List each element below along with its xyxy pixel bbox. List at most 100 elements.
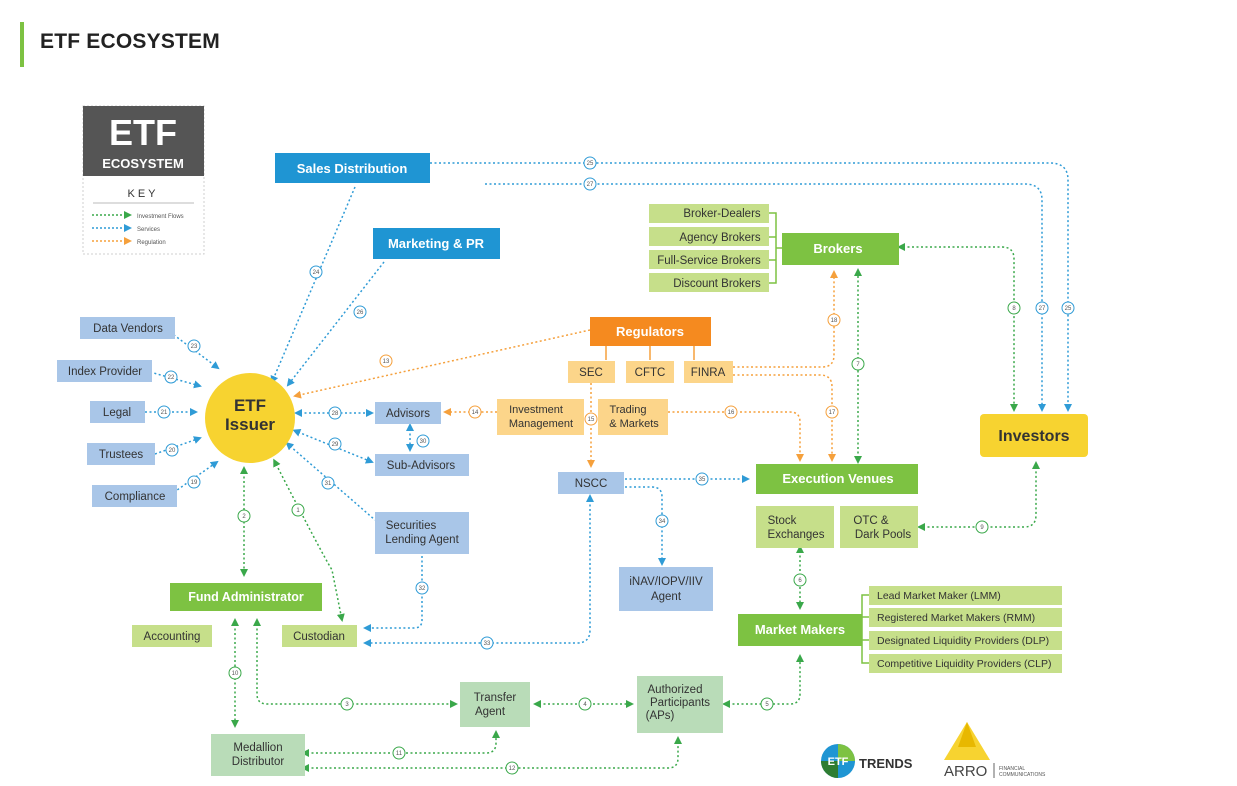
svg-text:Lending Agent: Lending Agent bbox=[385, 534, 459, 546]
node-advisors: Advisors bbox=[375, 402, 441, 424]
svg-text:4: 4 bbox=[583, 702, 587, 708]
edge-18-line bbox=[733, 270, 838, 368]
svg-text:NSCC: NSCC bbox=[575, 478, 608, 490]
svg-text:6: 6 bbox=[798, 578, 802, 584]
svg-text:Brokers: Brokers bbox=[813, 241, 862, 256]
node-data-vendors: Data Vendors bbox=[80, 317, 175, 339]
svg-text:(APs): (APs) bbox=[646, 710, 675, 722]
svg-text:Agent: Agent bbox=[475, 706, 506, 718]
svg-text:Legal: Legal bbox=[103, 407, 131, 419]
svg-text:Index Provider: Index Provider bbox=[68, 366, 142, 378]
key-legend: ETF ECOSYSTEM KEY Investment Flows Servi… bbox=[82, 105, 205, 255]
edge-20-badge: 20 bbox=[165, 443, 179, 457]
svg-text:Transfer: Transfer bbox=[474, 692, 517, 704]
arro-logo-word: ARRO bbox=[944, 763, 987, 780]
edge-22-badge: 22 bbox=[164, 370, 178, 384]
node-sec: SEC bbox=[568, 361, 615, 383]
edge-2-badge: 2 bbox=[237, 509, 251, 523]
svg-text:Investment: Investment bbox=[509, 404, 563, 416]
edge-29-badge: 29 bbox=[328, 437, 342, 451]
edge-18-badge: 18 bbox=[827, 313, 841, 327]
svg-text:Registered Market Makers (RMM): Registered Market Makers (RMM) bbox=[877, 612, 1035, 624]
svg-text:Issuer: Issuer bbox=[225, 415, 275, 434]
node-lmm: Lead Market Maker (LMM) bbox=[869, 586, 1062, 605]
edge-27-badge: 27 bbox=[583, 177, 597, 191]
edge-9-badge: 9 bbox=[975, 520, 989, 534]
edge-8-badge: 8 bbox=[1007, 301, 1021, 315]
svg-text:Competitive Liquidity Provider: Competitive Liquidity Providers (CLP) bbox=[877, 658, 1051, 670]
edge-17-line bbox=[733, 374, 836, 462]
edge-35-badge: 35 bbox=[695, 472, 709, 486]
node-legal: Legal bbox=[90, 401, 145, 423]
key-title-etf: ETF bbox=[109, 112, 177, 153]
svg-text:9: 9 bbox=[980, 525, 984, 531]
svg-text:12: 12 bbox=[509, 766, 516, 772]
svg-text:20: 20 bbox=[169, 448, 176, 454]
node-trustees: Trustees bbox=[87, 443, 155, 465]
svg-text:16: 16 bbox=[728, 410, 735, 416]
svg-text:14: 14 bbox=[472, 410, 479, 416]
node-regulators: Regulators bbox=[590, 317, 711, 346]
node-index-provider: Index Provider bbox=[57, 360, 152, 382]
svg-text:FINRA: FINRA bbox=[691, 367, 726, 379]
svg-text:CFTC: CFTC bbox=[635, 367, 666, 379]
edge-12-line bbox=[301, 736, 682, 772]
svg-text:Agent: Agent bbox=[651, 591, 682, 603]
edge-32-badge: 32 bbox=[415, 581, 429, 595]
svg-text:Medallion: Medallion bbox=[233, 742, 282, 754]
edge-14-badge: 14 bbox=[468, 405, 482, 419]
key-item-services: Services bbox=[137, 227, 160, 233]
node-rmm: Registered Market Makers (RMM) bbox=[869, 608, 1062, 627]
edge-34-badge: 34 bbox=[655, 514, 669, 528]
svg-text:Custodian: Custodian bbox=[293, 631, 345, 643]
node-sales-distribution: Sales Distribution bbox=[275, 153, 430, 183]
svg-text:Market Makers: Market Makers bbox=[755, 622, 845, 637]
node-marketing-pr: Marketing & PR bbox=[373, 228, 500, 259]
key-item-investment-flows: Investment Flows bbox=[137, 214, 184, 220]
svg-text:Management: Management bbox=[509, 418, 573, 430]
edge-12-badge: 12 bbox=[505, 761, 519, 775]
node-medallion-distributor: Medallion Distributor bbox=[211, 734, 305, 776]
svg-text:24: 24 bbox=[313, 270, 320, 276]
key-title-ecosystem: ECOSYSTEM bbox=[102, 156, 184, 171]
edge-15-badge: 15 bbox=[584, 412, 598, 426]
svg-text:Designated Liquidity Providers: Designated Liquidity Providers (DLP) bbox=[877, 635, 1049, 647]
node-authorized-participants: Authorized Participants (APs) bbox=[637, 676, 723, 733]
node-nscc: NSCC bbox=[558, 472, 624, 494]
svg-text:7: 7 bbox=[856, 362, 860, 368]
svg-text:21: 21 bbox=[161, 410, 168, 416]
svg-text:32: 32 bbox=[419, 586, 426, 592]
svg-text:Sub-Advisors: Sub-Advisors bbox=[387, 460, 456, 472]
edge-4-badge: 4 bbox=[578, 697, 592, 711]
edge-27-line bbox=[485, 183, 1046, 412]
node-transfer-agent: Transfer Agent bbox=[460, 682, 530, 727]
edge-17-badge: 17 bbox=[825, 405, 839, 419]
svg-text:Stock: Stock bbox=[768, 515, 797, 527]
edge-34-line bbox=[625, 486, 666, 566]
edge-13-badge: 13 bbox=[379, 354, 393, 368]
edge-26b-badge: 25 bbox=[1061, 301, 1075, 315]
svg-text:Full-Service Brokers: Full-Service Brokers bbox=[657, 255, 761, 267]
edge-23-badge: 23 bbox=[187, 339, 201, 353]
node-clp: Competitive Liquidity Providers (CLP) bbox=[869, 654, 1062, 673]
svg-text:34: 34 bbox=[659, 519, 666, 525]
etf-trends-logo: ETF TRENDS bbox=[821, 744, 913, 778]
node-stock-exchanges: Stock Exchanges bbox=[756, 506, 834, 548]
svg-text:3: 3 bbox=[345, 702, 349, 708]
svg-text:SEC: SEC bbox=[579, 367, 603, 379]
node-fund-administrator: Fund Administrator bbox=[170, 583, 322, 611]
arro-logo-tag-2: COMMUNICATIONS bbox=[999, 772, 1046, 778]
svg-text:Marketing & PR: Marketing & PR bbox=[388, 236, 485, 251]
edge-28-badge: 28 bbox=[328, 406, 342, 420]
node-broker-dealers: Broker-Dealers bbox=[649, 204, 769, 223]
edge-16-badge: 16 bbox=[724, 405, 738, 419]
edge-25-line bbox=[430, 162, 1072, 412]
svg-text:25: 25 bbox=[1065, 306, 1072, 312]
node-sub-advisors: Sub-Advisors bbox=[375, 454, 469, 476]
svg-text:10: 10 bbox=[232, 671, 239, 677]
svg-text:Lead Market Maker (LMM): Lead Market Maker (LMM) bbox=[877, 590, 1001, 602]
edge-7-badge: 7 bbox=[851, 357, 865, 371]
edge-32-line bbox=[363, 556, 423, 632]
svg-text:ETF: ETF bbox=[234, 396, 266, 415]
